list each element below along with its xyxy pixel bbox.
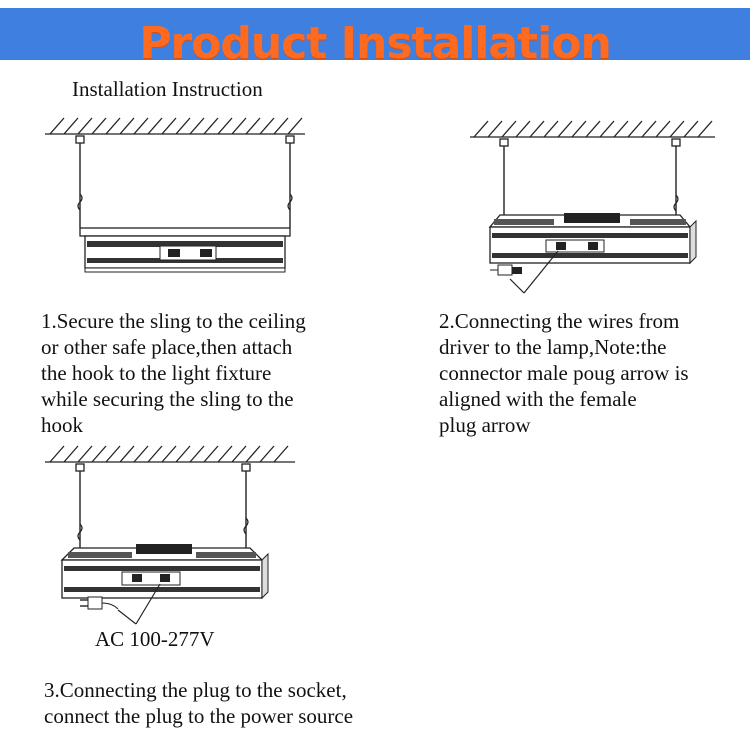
step1-text: 1.Secure the sling to the ceiling or oth… <box>41 309 306 437</box>
step3-illustration <box>45 445 295 625</box>
title-banner <box>0 8 750 60</box>
suspension-wire <box>79 143 291 228</box>
step2-illustration <box>470 120 715 294</box>
power-rating-label: AC 100-277V <box>95 627 215 651</box>
hook <box>673 194 679 212</box>
page-title: Product Installation <box>139 18 612 69</box>
hook <box>77 193 293 211</box>
ceiling-anchor <box>75 463 251 472</box>
light-fixture <box>488 213 697 265</box>
hook <box>77 517 249 541</box>
step3-text: 3.Connecting the plug to the socket, con… <box>44 678 354 728</box>
light-fixture <box>60 544 269 600</box>
step1-illustration <box>45 117 305 273</box>
ceiling-hatch <box>49 117 303 135</box>
suspension-wire <box>503 146 677 215</box>
connector-callout <box>509 250 559 294</box>
plug-callout <box>117 583 161 625</box>
ceiling-anchor <box>75 135 295 144</box>
step2-text: 2.Connecting the wires from driver to th… <box>439 309 689 437</box>
suspension-wire <box>79 471 247 550</box>
ceiling-hatch <box>49 445 289 463</box>
light-fixture <box>79 227 291 273</box>
power-plug-icon <box>80 596 119 610</box>
instruction-heading: Installation Instruction <box>72 77 263 101</box>
ceiling-hatch <box>473 120 713 138</box>
ceiling-anchor <box>499 138 681 147</box>
wire-connector-icon <box>490 264 522 276</box>
